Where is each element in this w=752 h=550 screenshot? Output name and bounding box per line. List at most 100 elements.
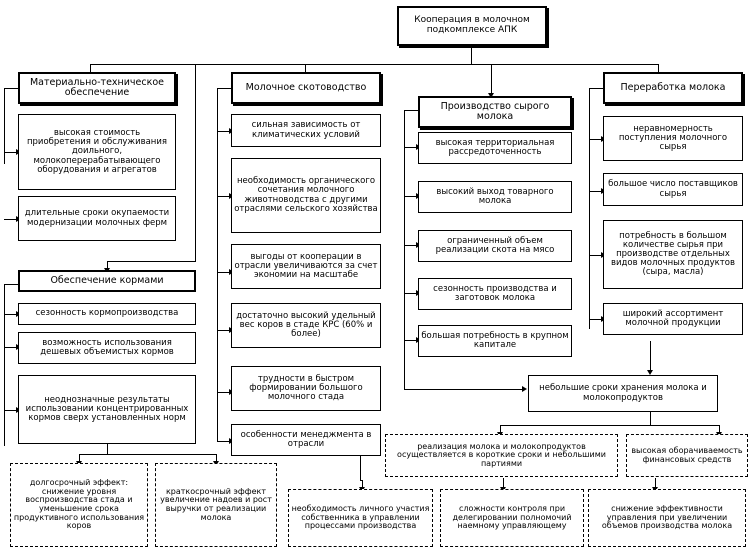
item-dairy-5-label: особенности менеджмента в отрасли [240, 429, 372, 449]
item-dairy-3[interactable]: достаточно высокий удельный вес коров в … [231, 303, 381, 348]
branch-header-feed-label: Обеспечение кормами [50, 274, 164, 286]
connector-effects-bus [79, 454, 216, 455]
item-processing-1-label: большое число поставщиков сырья [608, 179, 738, 199]
item-processing-0-label: неравномерность поступления молочного сы… [618, 123, 728, 153]
branch-header-material[interactable]: Материально-техническое обеспечение [18, 72, 176, 104]
item-dairy-5[interactable]: особенности менеджмента в отрасли [231, 424, 381, 456]
item-dairy-4-label: трудности в быстром формировании большог… [249, 373, 363, 403]
connector-mgmt-stem [360, 456, 361, 480]
rail-feed-i3 [4, 410, 18, 411]
rail-material-i1 [4, 152, 18, 153]
branch-header-rawmilk-label: Производство сырого молока [440, 100, 550, 122]
connector-bus-processing [658, 64, 659, 74]
connector-rawmilk-shelf [404, 389, 524, 390]
effect-long-term[interactable]: долгосрочный эффект: снижение уровня вос… [10, 463, 148, 547]
connector-main-bus [90, 64, 658, 65]
root-node[interactable]: Кооперация в молочном подкомплексе АПК [397, 6, 547, 46]
item-dairy-0-label: сильная зависимость от климатических усл… [251, 120, 361, 140]
item-processing-3[interactable]: широкий ассортимент молочной продукции [603, 303, 743, 335]
rail-processing-top [589, 88, 603, 89]
item-dairy-1[interactable]: необходимость органического сочетания мо… [231, 158, 381, 233]
item-rawmilk-4[interactable]: большая потребность в крупном капитале [418, 325, 572, 357]
item-rawmilk-0[interactable]: высокая территориальная рассредоточеннос… [418, 132, 572, 164]
consequence-turnover[interactable]: высокая оборачиваемость финансовых средс… [626, 434, 748, 477]
item-dairy-2[interactable]: выгоды от кооперации в отрасли увеличива… [231, 244, 381, 289]
connector-effect2-drop [216, 454, 217, 463]
item-material-0[interactable]: высокая стоимость приобретения и обслужи… [18, 114, 176, 190]
rail-processing [589, 88, 590, 329]
item-dairy-0[interactable]: сильная зависимость от климатических усл… [231, 114, 381, 147]
item-rawmilk-1[interactable]: высокий выход товарного молока [418, 181, 572, 213]
effect-short-term[interactable]: краткосрочный эффект увеличение надоев и… [155, 463, 277, 547]
item-rawmilk-4-label: большая потребность в крупном капитале [421, 330, 569, 350]
item-feed-0-label: сезонность кормопроизводства [35, 308, 179, 319]
rail-dairy-top [217, 88, 231, 89]
item-rawmilk-2-label: ограниченный объем реализации скота на м… [435, 235, 555, 255]
item-feed-2-label: неоднозначные результаты использовании к… [25, 394, 189, 424]
rail-material [4, 88, 5, 164]
item-processing-1[interactable]: большое число поставщиков сырья [603, 173, 743, 206]
rail-rawmilk-i3 [404, 245, 418, 246]
item-feed-2[interactable]: неоднозначные результаты использовании к… [18, 375, 196, 444]
item-processing-0[interactable]: неравномерность поступления молочного сы… [603, 116, 743, 161]
rail-processing-i4 [589, 319, 603, 320]
rail-dairy-i6 [217, 441, 231, 442]
consequence-efficiency-decline[interactable]: снижение эффективности управления при ув… [588, 489, 746, 547]
rail-dairy [217, 88, 218, 441]
rail-dairy-i5 [217, 392, 231, 393]
item-rawmilk-2[interactable]: ограниченный объем реализации скота на м… [418, 230, 572, 262]
consequence-owner-participation-label: необходимость личного участия собственни… [291, 504, 430, 531]
item-feed-1[interactable]: возможность использования дешевых объеми… [18, 332, 196, 364]
item-material-0-label: высокая стоимость приобретения и обслужи… [26, 128, 168, 175]
effect-long-term-label: долгосрочный эффект: снижение уровня вос… [13, 478, 145, 531]
consequence-owner-participation[interactable]: необходимость личного участия собственни… [288, 489, 433, 547]
item-material-1[interactable]: длительные сроки окупаемости модернизаци… [18, 196, 176, 241]
item-rawmilk-0-label: высокая территориальная рассредоточеннос… [435, 137, 555, 157]
consequence-control-delegation-label: сложности контроля при делегировании пол… [452, 504, 572, 531]
rail-rawmilk-down [404, 340, 405, 389]
branch-header-dairy-label: Молочное скотоводство [245, 81, 367, 93]
rail-processing-i3 [589, 255, 603, 256]
connector-effect1-drop [79, 454, 80, 463]
branch-header-processing[interactable]: Переработка молока [603, 72, 743, 104]
item-feed-1-label: возможность использования дешевых объеми… [40, 337, 174, 357]
connector-turnover-drop [655, 478, 656, 489]
item-dairy-3-label: достаточно высокий удельный вес коров в … [236, 310, 376, 340]
node-shelf-life[interactable]: небольшие сроки хранения молока и молоко… [528, 375, 718, 412]
consequence-realization-label: реализация молока и молокопродуктов осущ… [397, 441, 606, 468]
rail-processing-i1 [589, 139, 603, 140]
rail-material-top [4, 88, 18, 89]
branch-header-processing-label: Переработка молока [620, 81, 726, 93]
item-material-1-label: длительные сроки окупаемости модернизаци… [24, 208, 170, 228]
connector-root-down [471, 47, 472, 65]
rail-dairy-i3 [217, 272, 231, 273]
node-shelf-life-label: небольшие сроки хранения молока и молоко… [539, 383, 707, 403]
item-processing-2[interactable]: потребность в большом количестве сырья п… [603, 220, 743, 289]
connector-bus-material [90, 64, 91, 74]
branch-header-feed[interactable]: Обеспечение кормами [18, 270, 196, 292]
rail-rawmilk-top [404, 110, 418, 111]
connector-processing-shelf [650, 341, 651, 373]
item-dairy-4[interactable]: трудности в быстром формировании большог… [231, 366, 381, 411]
connector-shelf-c1 [500, 425, 501, 434]
effect-short-term-label: краткосрочный эффект увеличение надоев и… [160, 486, 272, 522]
item-rawmilk-3[interactable]: сезонность производства и заготовок моло… [418, 278, 572, 310]
connector-bus-rawmilk [491, 64, 492, 95]
consequence-realization[interactable]: реализация молока и молокопродуктов осущ… [385, 434, 618, 477]
connector-shelf-stem [650, 412, 651, 425]
consequence-control-delegation[interactable]: сложности контроля при делегировании пол… [440, 489, 584, 547]
item-feed-0[interactable]: сезонность кормопроизводства [18, 303, 196, 325]
connector-real-drop [503, 478, 504, 489]
rail-feed [4, 284, 5, 446]
rail-feed-i2 [4, 347, 18, 348]
branch-header-dairy[interactable]: Молочное скотоводство [231, 72, 381, 104]
rail-dairy-i4 [217, 330, 231, 331]
item-dairy-1-label: необходимость органического сочетания мо… [234, 176, 378, 214]
consequence-efficiency-decline-label: снижение эффективности управления при ув… [601, 504, 733, 531]
connector-feed-drop [107, 261, 108, 270]
connector-bus-feed-v [195, 64, 196, 261]
item-processing-3-label: широкий ассортимент молочной продукции [622, 308, 724, 328]
rail-rawmilk-i2 [404, 196, 418, 197]
branch-header-rawmilk[interactable]: Производство сырого молока [418, 96, 572, 128]
item-processing-2-label: потребность в большом количестве сырья п… [611, 230, 735, 278]
